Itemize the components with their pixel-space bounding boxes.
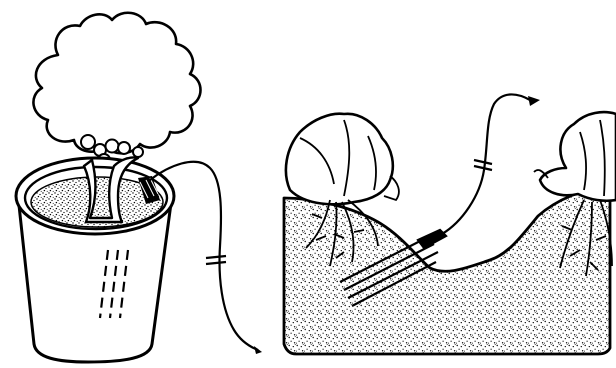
- soil-bed-icon: [284, 186, 610, 354]
- shrub-icon: [286, 114, 393, 205]
- cable-tip: [528, 96, 540, 106]
- potted-plant-panel: [16, 13, 262, 362]
- cable-icon: [442, 94, 530, 234]
- cable-connector: [206, 256, 226, 264]
- tree-icon: [33, 13, 200, 154]
- cable-connector: [474, 160, 492, 170]
- cable-tip: [254, 346, 262, 354]
- ground-planting-panel: [284, 94, 616, 354]
